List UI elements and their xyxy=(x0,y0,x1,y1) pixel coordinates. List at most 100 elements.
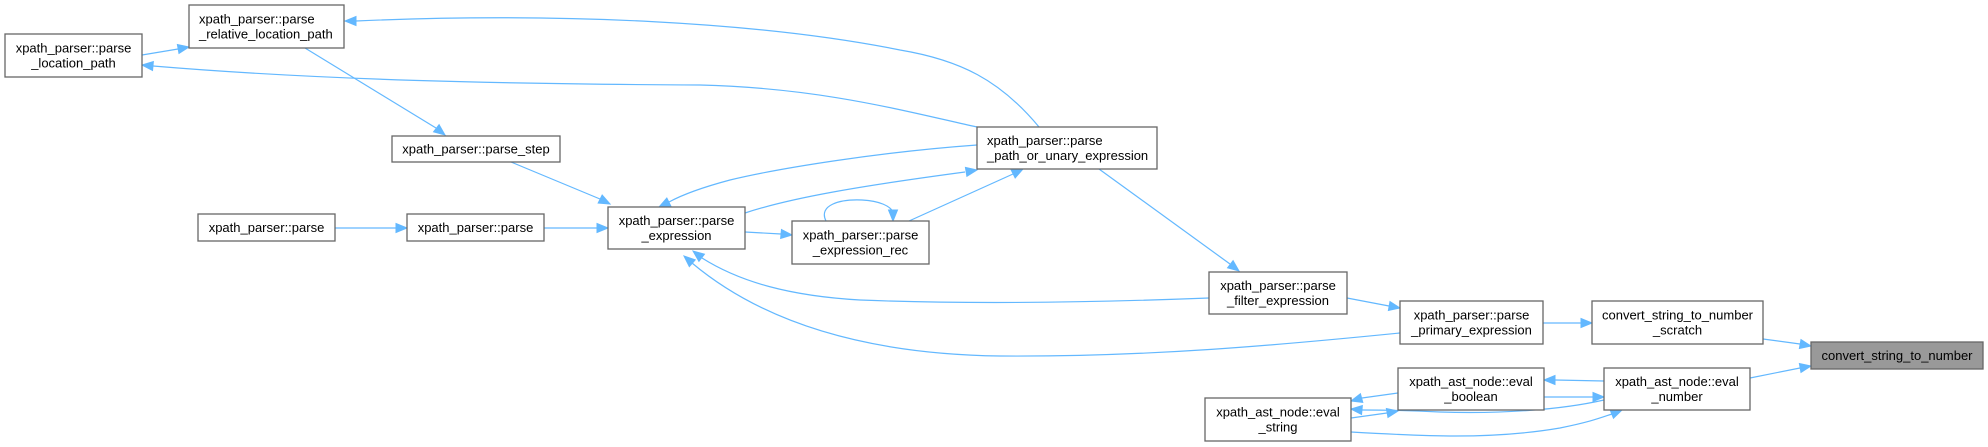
node-label: convert_string_to_number xyxy=(1821,348,1973,363)
node-box xyxy=(406,213,545,242)
node-box xyxy=(607,206,746,250)
arrowhead-icon xyxy=(691,250,706,263)
node-scratch[interactable]: convert_string_to_number_scratch xyxy=(1591,300,1764,345)
node-label: _number xyxy=(1650,389,1703,404)
node-parse-step[interactable]: xpath_parser::parse_step xyxy=(391,135,561,163)
node-parse-expression-rec[interactable]: xpath_parser::parse_expression_rec xyxy=(791,220,930,265)
node-label: xpath_parser::parse xyxy=(619,213,735,228)
nodes-layer: xpath_parser::parse_location_pathxpath_p… xyxy=(4,4,1984,442)
arrowhead-icon xyxy=(1349,404,1363,416)
node-parse-b[interactable]: xpath_parser::parse xyxy=(406,213,545,242)
node-label: _location_path xyxy=(30,56,116,71)
edge-path-or-unary-to-location-path xyxy=(140,60,978,128)
edge-line xyxy=(1350,413,1613,437)
arrowhead-icon xyxy=(176,43,191,55)
edge-line xyxy=(701,257,1210,304)
edge-scratch-to-convert-string-to-number xyxy=(1762,338,1813,350)
arrowhead-icon xyxy=(432,123,447,136)
edge-path-or-unary-to-parse-expression xyxy=(657,144,978,208)
edge-parse-b-to-parse-expression xyxy=(544,222,610,234)
edge-line xyxy=(1361,399,1605,414)
arrowhead-icon xyxy=(1387,300,1402,312)
edge-line xyxy=(304,47,437,129)
arrowhead-icon xyxy=(1349,392,1364,404)
edge-parse-expression-to-path-or-unary xyxy=(744,166,979,214)
edge-filter-expression-to-parse-expression xyxy=(691,250,1210,304)
node-filter-expression[interactable]: xpath_parser::parse_filter_expression xyxy=(1208,271,1348,315)
edge-line xyxy=(1554,379,1605,382)
node-label: xpath_parser::parse xyxy=(1414,308,1530,323)
edge-line xyxy=(668,144,978,203)
edge-line xyxy=(908,173,1014,222)
edge-parse-a-to-parse-b xyxy=(335,222,409,234)
edge-line xyxy=(355,17,1040,128)
edge-line xyxy=(1346,297,1390,307)
node-label: convert_string_to_number xyxy=(1602,308,1754,323)
node-label: _filter_expression xyxy=(1226,293,1329,308)
node-label: xpath_parser::parse xyxy=(987,133,1103,148)
node-label: xpath_parser::parse xyxy=(803,228,919,243)
node-box xyxy=(791,220,930,265)
edge-primary-expression-to-scratch xyxy=(1543,317,1594,329)
arrowhead-icon xyxy=(964,166,979,178)
node-box xyxy=(1399,300,1544,345)
edge-eval-number-to-eval-boolean xyxy=(1542,374,1605,386)
arrowhead-icon xyxy=(1609,409,1624,420)
edge-line xyxy=(141,48,179,56)
edge-primary-expression-to-parse-expression xyxy=(683,255,1401,357)
edge-line xyxy=(1098,168,1231,265)
edge-line xyxy=(1762,338,1801,345)
node-relative-location-path[interactable]: xpath_parser::parse_relative_location_pa… xyxy=(188,4,345,49)
node-location-path[interactable]: xpath_parser::parse_location_path xyxy=(4,33,143,78)
edge-line xyxy=(691,262,1401,357)
node-label: xpath_parser::parse xyxy=(16,41,132,56)
node-box xyxy=(391,135,561,163)
node-box xyxy=(976,126,1158,170)
arrowhead-icon xyxy=(683,255,697,268)
node-label: _scratch xyxy=(1652,323,1702,338)
arrowhead-icon xyxy=(780,228,794,240)
node-label: _path_or_unary_expression xyxy=(986,148,1148,163)
edge-line xyxy=(744,231,782,235)
node-convert-string-to-number: convert_string_to_number xyxy=(1810,341,1984,370)
edge-parse-expression-to-parse-expression-rec xyxy=(744,228,794,240)
edge-line xyxy=(823,199,894,222)
node-label: xpath_parser::parse_step xyxy=(402,142,549,157)
edge-eval-number-to-convert-string-to-number xyxy=(1749,362,1813,379)
arrowhead-icon xyxy=(1580,317,1594,329)
edge-relative-location-path-to-parse-step xyxy=(304,47,447,136)
arrowhead-icon xyxy=(887,209,899,223)
node-box xyxy=(1603,367,1751,411)
edge-line xyxy=(744,171,966,214)
edge-eval-number-to-eval-string xyxy=(1349,399,1605,416)
node-label: _primary_expression xyxy=(1410,323,1532,338)
node-primary-expression[interactable]: xpath_parser::parse_primary_expression xyxy=(1399,300,1544,345)
edge-eval-boolean-to-eval-string xyxy=(1349,392,1399,404)
node-path-or-unary[interactable]: xpath_parser::parse_path_or_unary_expres… xyxy=(976,126,1158,170)
node-box xyxy=(4,33,143,78)
arrowhead-icon xyxy=(1010,168,1025,179)
node-label: _string xyxy=(1257,420,1297,435)
node-eval-boolean[interactable]: xpath_ast_node::eval_boolean xyxy=(1397,367,1545,411)
node-eval-number[interactable]: xpath_ast_node::eval_number xyxy=(1603,367,1751,411)
arrowhead-icon xyxy=(395,222,409,234)
arrowhead-icon xyxy=(1542,374,1556,386)
node-label: xpath_ast_node::eval xyxy=(1615,374,1739,389)
arrowhead-icon xyxy=(597,194,612,205)
node-label: xpath_parser::parse xyxy=(1220,278,1336,293)
edge-eval-boolean-to-eval-number xyxy=(1544,391,1606,403)
node-box xyxy=(197,213,336,242)
node-label: _relative_location_path xyxy=(198,27,333,42)
node-label: xpath_parser::parse xyxy=(209,220,325,235)
node-box xyxy=(188,4,345,49)
edge-line xyxy=(1749,367,1801,379)
node-parse-a[interactable]: xpath_parser::parse xyxy=(197,213,336,242)
node-eval-string[interactable]: xpath_ast_node::eval_string xyxy=(1204,397,1352,442)
arrowhead-icon xyxy=(1798,362,1813,374)
node-parse-expression[interactable]: xpath_parser::parse_expression xyxy=(607,206,746,250)
node-box xyxy=(1810,341,1984,370)
arrowhead-icon xyxy=(1798,338,1813,350)
edge-location-path-to-relative-location-path xyxy=(141,43,191,56)
node-label: xpath_ast_node::eval xyxy=(1216,405,1340,420)
